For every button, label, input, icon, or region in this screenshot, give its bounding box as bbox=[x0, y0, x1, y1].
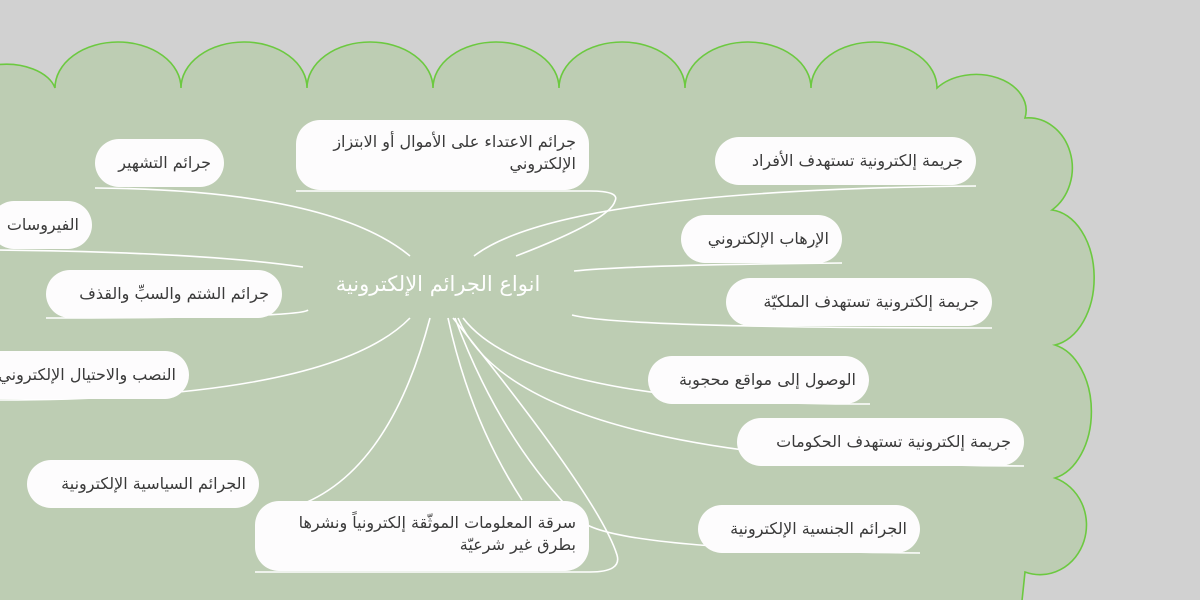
branch-extortion[interactable]: جرائم الاعتداء على الأموال أو الابتزاز ا… bbox=[296, 120, 589, 190]
branch-fraud[interactable]: النصب والاحتيال الإلكتروني bbox=[0, 351, 189, 399]
branch-cyber-terrorism[interactable]: الإرهاب الإلكتروني bbox=[681, 215, 842, 263]
branch-viruses[interactable]: الفيروسات bbox=[0, 201, 92, 249]
branch-targeting-individuals[interactable]: جريمة إلكترونية تستهدف الأفراد bbox=[715, 137, 976, 185]
branch-targeting-governments[interactable]: جريمة إلكترونية تستهدف الحكومات bbox=[737, 418, 1024, 466]
branch-information-theft[interactable]: سرقة المعلومات الموثّقة إلكترونياً ونشره… bbox=[255, 501, 589, 571]
branch-political-crimes[interactable]: الجرائم السياسية الإلكترونية bbox=[27, 460, 259, 508]
branch-defamation[interactable]: جرائم التشهير bbox=[95, 139, 224, 187]
branch-blocked-sites-access[interactable]: الوصول إلى مواقع محجوبة bbox=[648, 356, 869, 404]
branch-targeting-property[interactable]: جريمة إلكترونية تستهدف الملكيّة bbox=[726, 278, 992, 326]
central-topic[interactable]: انواع الجرائم الإلكترونية bbox=[335, 272, 541, 296]
branch-insult-slander[interactable]: جرائم الشتم والسبِّ والقذف bbox=[46, 270, 282, 318]
branch-sexual-crimes[interactable]: الجرائم الجنسية الإلكترونية bbox=[698, 505, 920, 553]
